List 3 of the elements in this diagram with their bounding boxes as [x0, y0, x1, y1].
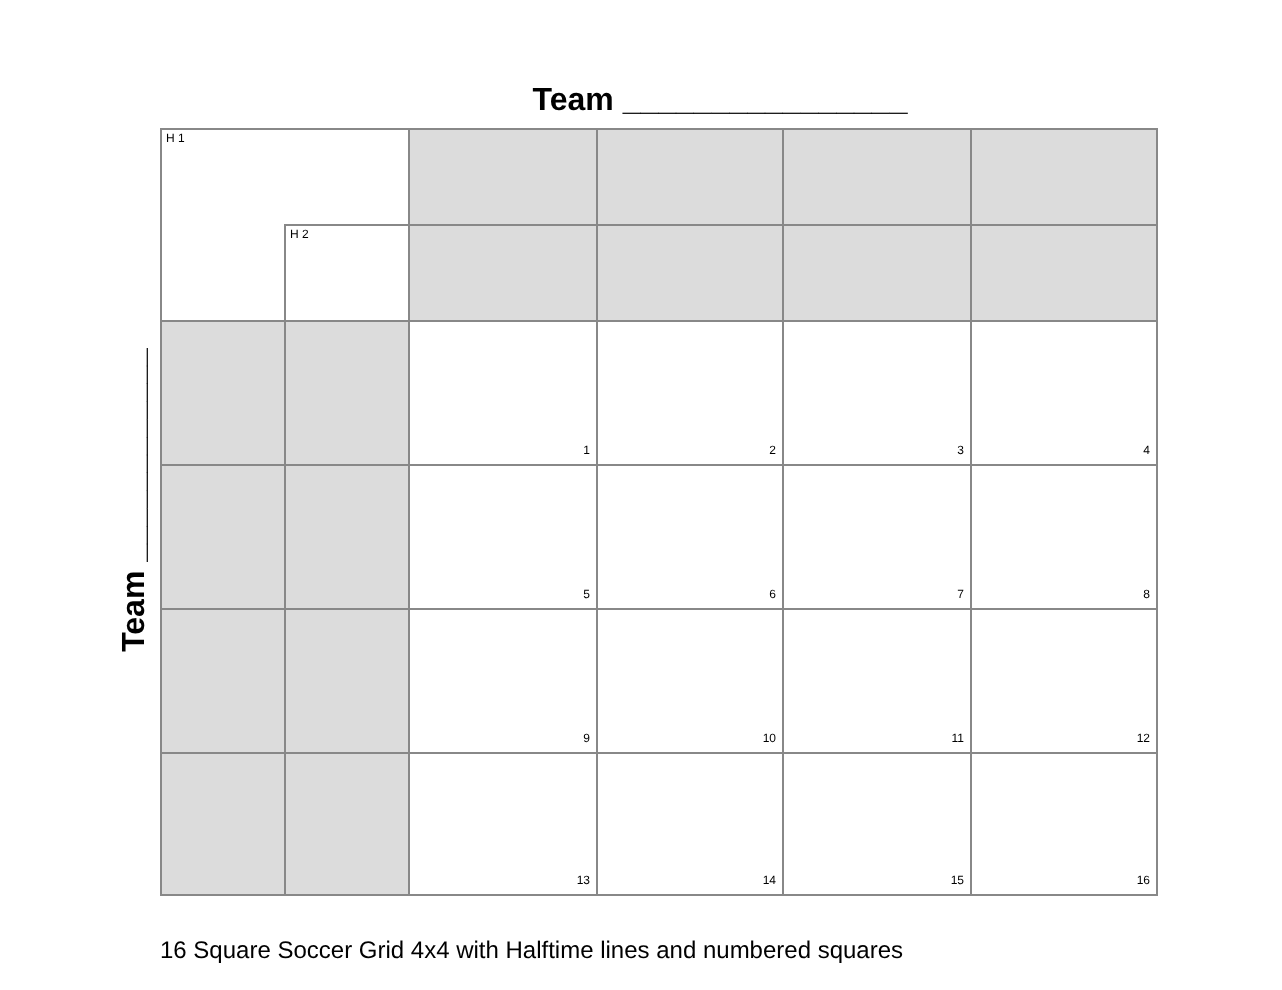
title: Team ________________ [530, 84, 910, 120]
axis-title: Team ____________ [118, 348, 154, 652]
caption: 16 Square Soccer Grid 4x4 with Halftime lines and numbered squares [160, 936, 904, 964]
